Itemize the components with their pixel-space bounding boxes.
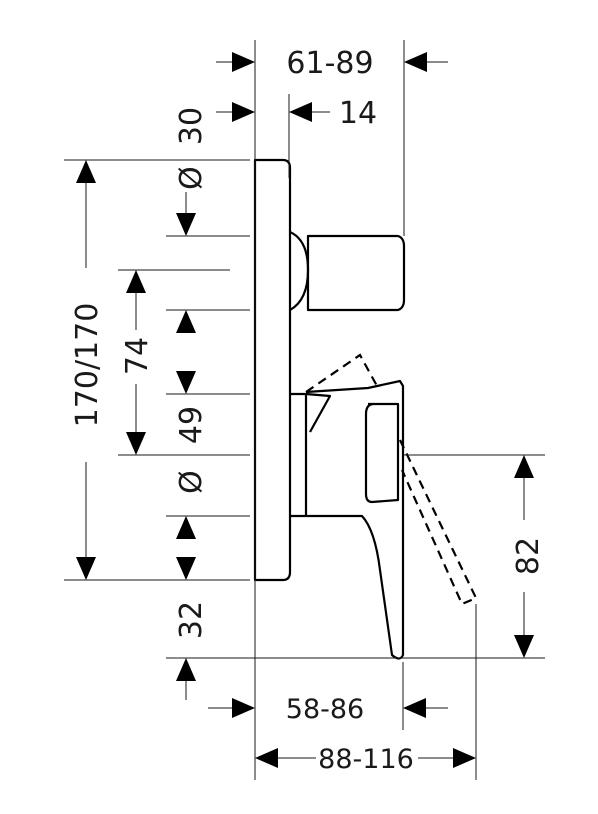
dimension-58-86: 58-86 (208, 694, 448, 725)
dimension-14: 14 (216, 96, 377, 131)
dimension-32: 32 (174, 601, 209, 700)
arrow-right-icon (232, 52, 255, 72)
arrow-up-icon (176, 310, 196, 333)
diverter-knob (289, 230, 406, 312)
diameter-icon: Ø (174, 166, 209, 190)
dimension-label: 49 (174, 406, 209, 444)
dimension-diameter-49: 49 Ø (174, 310, 209, 580)
arrow-left-icon (403, 698, 426, 718)
arrow-right-icon (453, 748, 476, 768)
arrow-left-icon (289, 102, 312, 122)
arrow-down-icon (514, 635, 534, 658)
dimension-170-170: 170/170 (70, 160, 105, 580)
arrow-right-icon (232, 698, 255, 718)
dimension-diameter-30: 30 Ø (174, 107, 209, 236)
arrow-up-icon (176, 658, 196, 681)
arrow-up-icon (126, 270, 146, 293)
arrow-left-icon (404, 52, 427, 72)
dimension-label: 32 (174, 601, 209, 639)
arrow-left-icon (255, 748, 278, 768)
diameter-icon: Ø (174, 470, 209, 494)
cover-plate (253, 158, 292, 582)
dimension-label: 58-86 (286, 694, 364, 725)
arrow-down-icon (126, 432, 146, 455)
extension-lines (64, 40, 545, 780)
arrow-down-icon (76, 557, 96, 580)
dimension-82: 82 (511, 455, 546, 658)
arrow-up-icon (514, 455, 534, 478)
dimension-label: 30 (174, 107, 209, 145)
arrow-down-icon (176, 371, 196, 394)
arrow-up-icon (176, 516, 196, 539)
arrow-up-icon (76, 160, 96, 183)
dimension-label: 88-116 (318, 744, 414, 775)
arrow-down-icon (176, 557, 196, 580)
arrow-right-icon (232, 102, 255, 122)
dimension-label: 74 (120, 337, 155, 375)
dimension-88-116: 88-116 (255, 744, 476, 775)
dimension-label: 14 (339, 96, 377, 131)
arrow-down-icon (176, 213, 196, 236)
dimension-label: 61-89 (286, 46, 373, 81)
dimension-61-89: 61-89 (216, 46, 448, 81)
dimension-74: 74 (120, 270, 155, 455)
dimension-label: 170/170 (70, 303, 105, 428)
mixer-lever-handle (290, 353, 478, 660)
dimension-label: 82 (511, 537, 546, 575)
